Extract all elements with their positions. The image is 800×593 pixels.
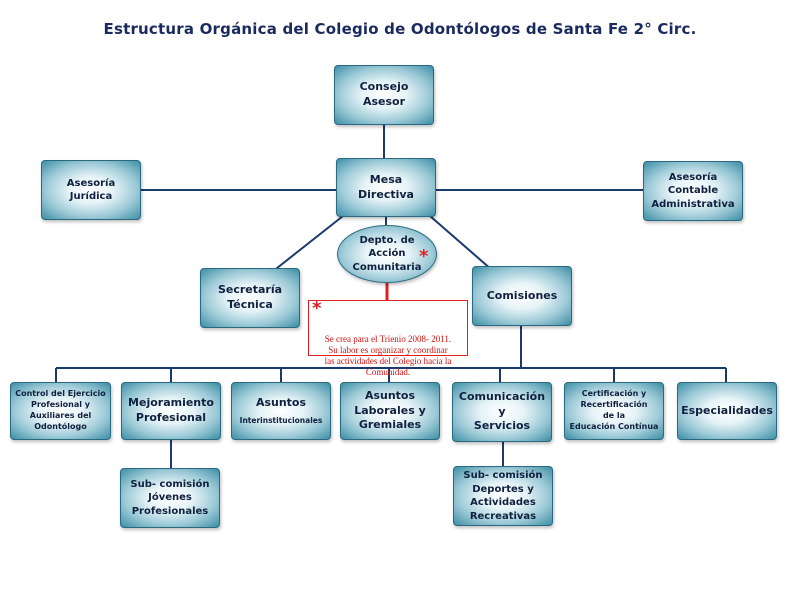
node-asesoria-juridica-label: Asesoría Jurídica (66, 177, 116, 203)
node-comisiones: Comisiones (472, 266, 572, 326)
note-box: * Se crea para el Trienio 2008- 2011. Su… (308, 298, 468, 377)
note-asterisk: * (312, 298, 322, 319)
node-consejo-asesor-label: Consejo Asesor (359, 80, 409, 108)
node-depto-accion-comunitaria-label: Depto. de Acción Comunitaria (352, 234, 422, 273)
node-control-ejercicio: Control del Ejercicio Profesional y Auxi… (10, 382, 111, 440)
node-depto-accion-comunitaria: Depto. de Acción Comunitaria (337, 225, 437, 283)
node-certificacion-label: Certificación y Recertificación de la Ed… (569, 389, 659, 431)
chart-title: Estructura Orgánica del Colegio de Odont… (103, 20, 697, 38)
note-text: Se crea para el Trienio 2008- 2011. Su l… (324, 333, 452, 378)
node-asesoria-juridica: Asesoría Jurídica (41, 160, 141, 220)
node-subcomision-deportes-label: Sub- comisión Deportes y Actividades Rec… (463, 470, 543, 522)
node-asuntos-interinstitucionales: Asuntos Interinstitucionales (231, 382, 331, 440)
node-especialidades: Especialidades (677, 382, 777, 440)
node-asuntos-interinstitucionales-sub: Interinstitucionales (239, 416, 323, 426)
node-subcomision-jovenes: Sub- comisión Jóvenes Profesionales (120, 468, 220, 528)
connector-mesa-secretaria (271, 215, 344, 273)
node-mejoramiento-profesional-label: Mejoramiento Profesional (128, 396, 214, 424)
depto-asterisk: * (419, 246, 429, 267)
node-consejo-asesor: Consejo Asesor (334, 65, 434, 125)
node-control-ejercicio-label: Control del Ejercicio Profesional y Auxi… (15, 389, 106, 431)
node-secretaria-tecnica: Secretaría Técnica (200, 268, 300, 328)
node-asuntos-interinstitucionales-title: Asuntos (255, 395, 307, 409)
node-asesoria-contable-label: Asesoría Contable Administrativa (651, 171, 735, 210)
node-especialidades-label: Especialidades (681, 403, 773, 417)
node-subcomision-deportes: Sub- comisión Deportes y Actividades Rec… (453, 466, 553, 526)
node-asesoria-contable: Asesoría Contable Administrativa (643, 161, 743, 221)
node-certificacion: Certificación y Recertificación de la Ed… (564, 382, 664, 440)
node-mesa-directiva-label: Mesa Directiva (358, 172, 414, 201)
node-mejoramiento-profesional: Mejoramiento Profesional (121, 382, 221, 440)
node-secretaria-tecnica-label: Secretaría Técnica (217, 283, 283, 311)
node-comunicacion-servicios-label: Comunicación y Servicios (458, 389, 546, 433)
node-mesa-directiva: Mesa Directiva (336, 158, 436, 217)
node-comunicacion-servicios: Comunicación y Servicios (452, 382, 552, 442)
node-subcomision-jovenes-label: Sub- comisión Jóvenes Profesionales (130, 478, 210, 517)
connector-mesa-comisiones (429, 215, 493, 271)
node-asuntos-laborales: Asuntos Laborales y Gremiales (340, 382, 440, 440)
node-comisiones-label: Comisiones (486, 288, 558, 302)
node-asuntos-laborales-label: Asuntos Laborales y Gremiales (354, 388, 426, 432)
